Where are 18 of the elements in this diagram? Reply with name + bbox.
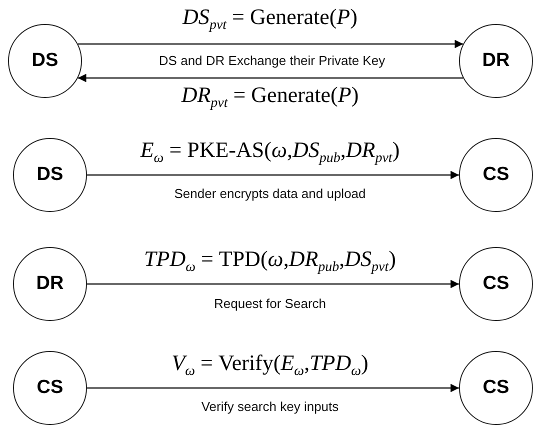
node-label: DR (36, 273, 64, 295)
step-description: Verify search key inputs (201, 400, 339, 414)
arrow (78, 40, 464, 48)
arrow (78, 74, 464, 82)
node-label: CS (482, 164, 510, 186)
step-description: Request for Search (214, 297, 326, 312)
arrow (87, 170, 459, 180)
edge-label: V$_{ω}$ = Verify(E$_{ω}$,TPD$_{ω}$) (170, 352, 370, 374)
node-label: CS (36, 377, 64, 399)
arrow (87, 384, 459, 392)
arrow (87, 280, 459, 288)
node-label: DS (32, 50, 58, 72)
node-label: DS (36, 164, 64, 186)
step-description: DS and DR Exchange their Private Key (158, 54, 386, 68)
node-label: CS (482, 377, 510, 399)
step-description: Sender encrypts data and upload (174, 187, 366, 202)
node-label: CS (482, 273, 510, 295)
node-label: DR (482, 50, 510, 72)
